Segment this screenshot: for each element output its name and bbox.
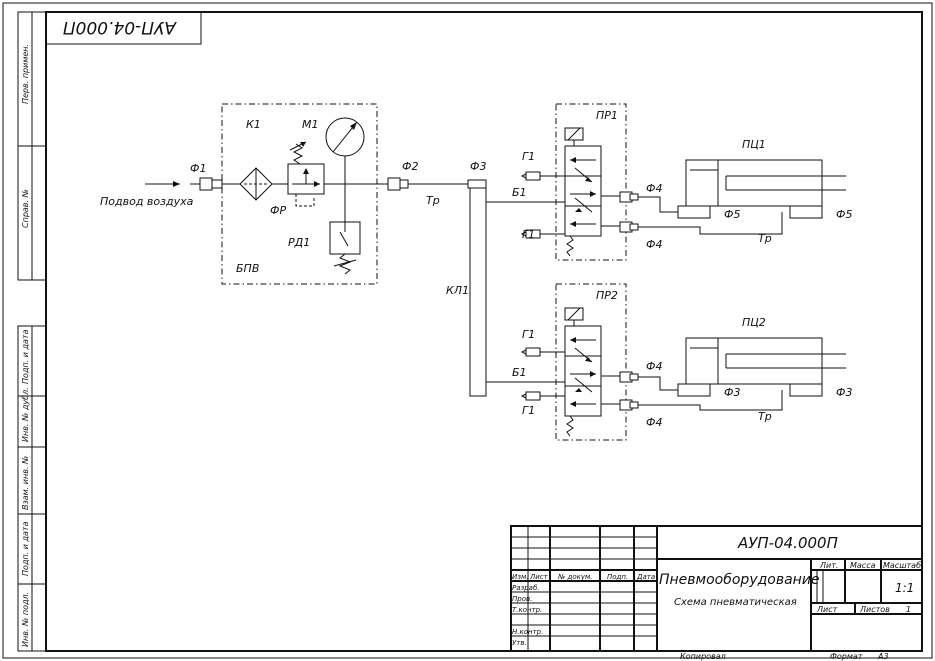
lit-label: Лит. <box>819 561 838 570</box>
b1-a-label: Б1 <box>512 186 527 199</box>
mirrored-code-box: АУП-04.000П <box>45 11 202 45</box>
g1-c-label: Г1 <box>522 328 535 341</box>
row-nkontr: Н.контр. <box>512 628 543 636</box>
f2-label: Ф2 <box>402 160 418 173</box>
fitting-f1 <box>199 177 213 191</box>
title-main: Пневмооборудование <box>659 572 820 588</box>
sprav-no-label: Справ. № <box>21 189 30 228</box>
k1-label: К1 <box>246 118 261 131</box>
f1-label: Ф1 <box>190 162 206 175</box>
row-prov: Пров. <box>512 595 532 603</box>
valve-pr2 <box>564 325 602 417</box>
f3-a-label: Ф3 <box>724 386 740 399</box>
tr-1-label: Тр <box>758 232 772 245</box>
col-podp: Подп. <box>607 573 628 581</box>
pc1-label: ПЦ1 <box>742 138 766 151</box>
kl1-label: КЛ1 <box>446 284 469 297</box>
bpv-unit-box <box>221 103 378 285</box>
pr2-box <box>555 283 627 441</box>
podp-data-label-2: Подп. и дата <box>21 521 30 576</box>
podp-data-label-1: Подп. и дата <box>21 329 30 384</box>
f5-b-label: Ф5 <box>836 208 852 221</box>
row-tkontr: Т.контр. <box>512 606 542 614</box>
doc-code: АУП-04.000П <box>737 534 838 552</box>
col-data: Дата <box>636 573 655 581</box>
g1-b-label: Г1 <box>522 228 535 241</box>
title-block: АУП-04.000П Пневмооборудование Схема пне… <box>510 525 923 652</box>
fr-label: ФР <box>270 204 286 217</box>
masshtab-label: Масштаб <box>883 561 921 570</box>
list-label: Лист <box>816 605 838 614</box>
tr-2-label: Тр <box>758 410 772 423</box>
copied-label: Копировал <box>680 652 726 661</box>
col-docum: № докум. <box>557 573 593 581</box>
massa-label: Масса <box>850 561 876 570</box>
listov-value: 1 <box>906 605 911 614</box>
pc2-label: ПЦ2 <box>742 316 766 329</box>
schematic: Подвод воздуха Ф1 К1 БПВ ФР М1 <box>100 103 852 441</box>
vzam-inv-label: Взам. инв. № <box>21 456 30 510</box>
mirrored-code: АУП-04.000П <box>63 17 177 37</box>
format-label: Формат <box>830 652 863 661</box>
row-utv: Утв. <box>512 639 527 647</box>
g1-a-label: Г1 <box>522 150 535 163</box>
manifold-kl1 <box>469 187 487 397</box>
listov-label: Листов <box>859 605 890 614</box>
cylinder-pc1 <box>685 159 823 207</box>
pr2-label: ПР2 <box>596 289 618 302</box>
f4-c-label: Ф4 <box>646 360 662 373</box>
pr1-label: ПР1 <box>596 109 618 122</box>
rd1-label: РД1 <box>288 236 310 249</box>
tr-main-label: Тр <box>426 194 440 207</box>
row-razrab: Разраб. <box>512 584 540 592</box>
col-list: Лист <box>529 573 549 581</box>
g1-d-label: Г1 <box>522 404 535 417</box>
perv-primen-label: Перв. примен. <box>21 44 30 104</box>
fitting-f3-main <box>467 179 487 189</box>
left-strip-labels: Перв. примен. Справ. № Подп. и дата Инв.… <box>21 44 30 647</box>
valve-pr1 <box>564 145 602 237</box>
format-value: А3 <box>877 652 889 661</box>
masshtab-value: 1:1 <box>895 581 914 595</box>
cylinder-pc2 <box>685 337 823 385</box>
f4-d-label: Ф4 <box>646 416 662 429</box>
m1-label: М1 <box>302 118 319 131</box>
inlet-label: Подвод воздуха <box>100 195 194 208</box>
pr1-box <box>555 103 627 261</box>
f4-a-label: Ф4 <box>646 182 662 195</box>
col-izm: Изм. <box>512 573 528 581</box>
fitting-f2 <box>387 177 401 191</box>
bpv-label: БПВ <box>236 262 259 275</box>
f3-main-label: Ф3 <box>470 160 486 173</box>
inv-dubl-label: Инв. № дубл. <box>21 387 30 442</box>
f3-b-label: Ф3 <box>836 386 852 399</box>
f5-a-label: Ф5 <box>724 208 740 221</box>
b1-b-label: Б1 <box>512 366 527 379</box>
f4-b-label: Ф4 <box>646 238 662 251</box>
inv-podl-label: Инв. № подл. <box>21 592 30 647</box>
title-sub: Схема пневматическая <box>674 597 797 608</box>
